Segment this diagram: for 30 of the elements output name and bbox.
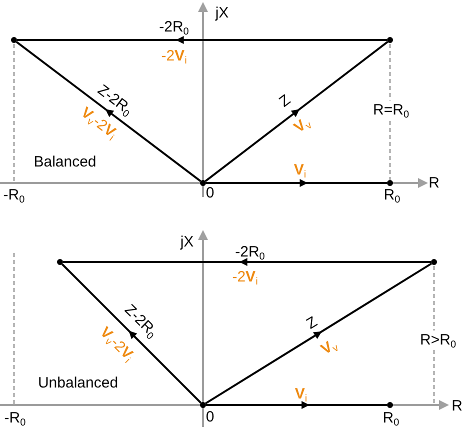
tick-label: -R$_{0}$ [4,410,26,426]
edge-label: -2R$_{0}$ [159,20,189,34]
vector-arrow [61,263,202,404]
panel-title: Balanced [34,154,96,170]
tick-label: R$_{0}$ [382,410,400,426]
edge-label: Z [304,314,320,332]
tick-label: 0 [206,410,214,424]
vector-arrow [63,258,431,266]
edge-label: Z [276,92,294,110]
vector-arrow [205,262,432,404]
vector-arrow [204,41,388,182]
vector-label: V$_{i}$ [294,386,308,402]
vector-label: -2V$_{i}$ [161,48,187,64]
tick-label: R$_{0}$ [384,188,400,202]
axis-label: jX [180,234,194,250]
condition-label: R>R$_{0}$ [420,330,456,350]
axis-label: jX [215,6,229,20]
axis-label: R [428,176,440,190]
axis-label: R [452,398,462,414]
condition-label: R=R$_{0}$ [373,100,409,120]
tick-label: 0 [206,186,214,200]
tick-label: -R$_{0}$ [3,188,25,202]
panel-title: Unbalanced [38,376,118,390]
vector-arrow [206,401,387,409]
vector-arrow [16,41,202,182]
edge-label: -2R$_{0}$ [235,244,265,260]
vector-label: -2V$_{i}$ [232,270,258,284]
vector-label: V$_{i}$ [294,162,306,178]
vector-arrow [206,179,387,187]
vector-arrow [17,36,387,44]
